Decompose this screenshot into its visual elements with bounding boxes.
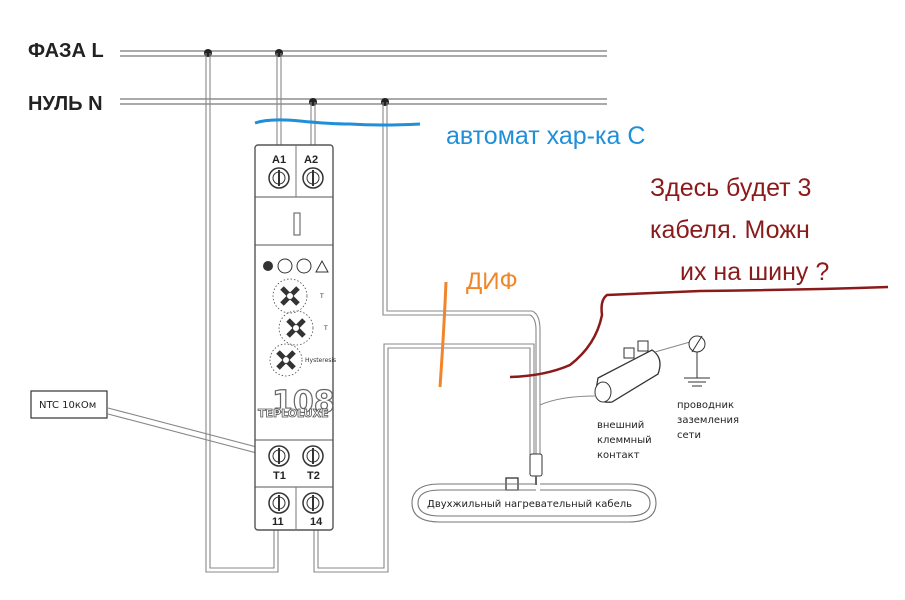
rcd-mark: [438, 281, 448, 388]
heating-cable-loop: [411, 483, 657, 523]
terminal-t2-label: T2: [307, 470, 320, 482]
ground-conductor-label-line3: сети: [677, 430, 701, 441]
heating-cable-connector-icon: [505, 453, 543, 491]
tmin-dial-icon: [278, 310, 314, 346]
ntc-sensor-box: [30, 390, 108, 419]
external-contact-label-line3: контакт: [597, 450, 640, 461]
status-led-icon: [277, 258, 293, 274]
breaker-mark: [254, 118, 421, 127]
status-led-icon: [296, 258, 312, 274]
question-pointer-line: [509, 285, 889, 379]
terminal-screw-a2: [302, 167, 324, 189]
terminal-screw-11: [268, 492, 290, 514]
external-contact-label-line2: клеммный: [597, 435, 652, 446]
thermostat-device: [254, 144, 334, 531]
tmax-dial-icon: [272, 278, 308, 314]
breaker-annotation: автомат хар-ка С: [446, 122, 645, 150]
neutral-bus-label: НУЛЬ N: [28, 93, 103, 115]
terminal-screw-14: [302, 492, 324, 514]
phase-bus-label: ФАЗА L: [28, 40, 104, 62]
rcd-annotation: ДИФ: [466, 268, 518, 295]
cables-question-line2: кабеля. Можн: [650, 216, 810, 244]
dial-tmin-label: T: [323, 325, 328, 332]
terminal-t1-label: T1: [273, 470, 286, 482]
phase-bus-line: [120, 50, 607, 57]
ground-conductor-label-line2: заземления: [677, 415, 739, 426]
model-number: 108: [272, 385, 335, 420]
neutral-junction-dot: [309, 98, 317, 106]
neutral-junction-dot: [381, 98, 389, 106]
ground-clamp-icon: [594, 340, 661, 403]
heating-cable-label: Двухжильный нагревательный кабель: [427, 499, 632, 510]
ground-conductor-label-line1: проводник: [677, 400, 734, 411]
ground-wire: [539, 395, 597, 406]
phase-junction-dot: [275, 49, 283, 57]
external-contact-label-line1: внешний: [597, 420, 644, 431]
power-indicator-icon: [263, 261, 273, 271]
terminal-a2-label: A2: [304, 154, 318, 166]
brand-logo: TEPLOLUXE: [258, 407, 329, 420]
neutral-bus-line: [120, 98, 607, 105]
ntc-sensor-label: NTC 10кОм: [39, 400, 96, 411]
terminal-a1-label: A1: [272, 154, 286, 166]
dial-tmax-label: T: [319, 293, 324, 300]
cables-question-line1: Здесь будет 3: [650, 174, 811, 202]
terminal-14-label: 14: [310, 516, 323, 528]
terminal-screw-a1: [268, 167, 290, 189]
cables-question-line3: их на шину ?: [680, 258, 829, 286]
earth-ground-icon: [684, 335, 710, 387]
terminal-screw-t1: [268, 445, 290, 467]
warning-triangle-icon: [315, 259, 329, 273]
ground-wire: [654, 341, 691, 353]
terminal-screw-t2: [302, 445, 324, 467]
phase-junction-dot: [204, 49, 212, 57]
wires: [107, 53, 541, 573]
dial-hysteresis-label: Hysteresis: [305, 357, 336, 364]
hysteresis-dial-icon: [269, 343, 303, 377]
terminal-11-label: 11: [272, 516, 284, 528]
